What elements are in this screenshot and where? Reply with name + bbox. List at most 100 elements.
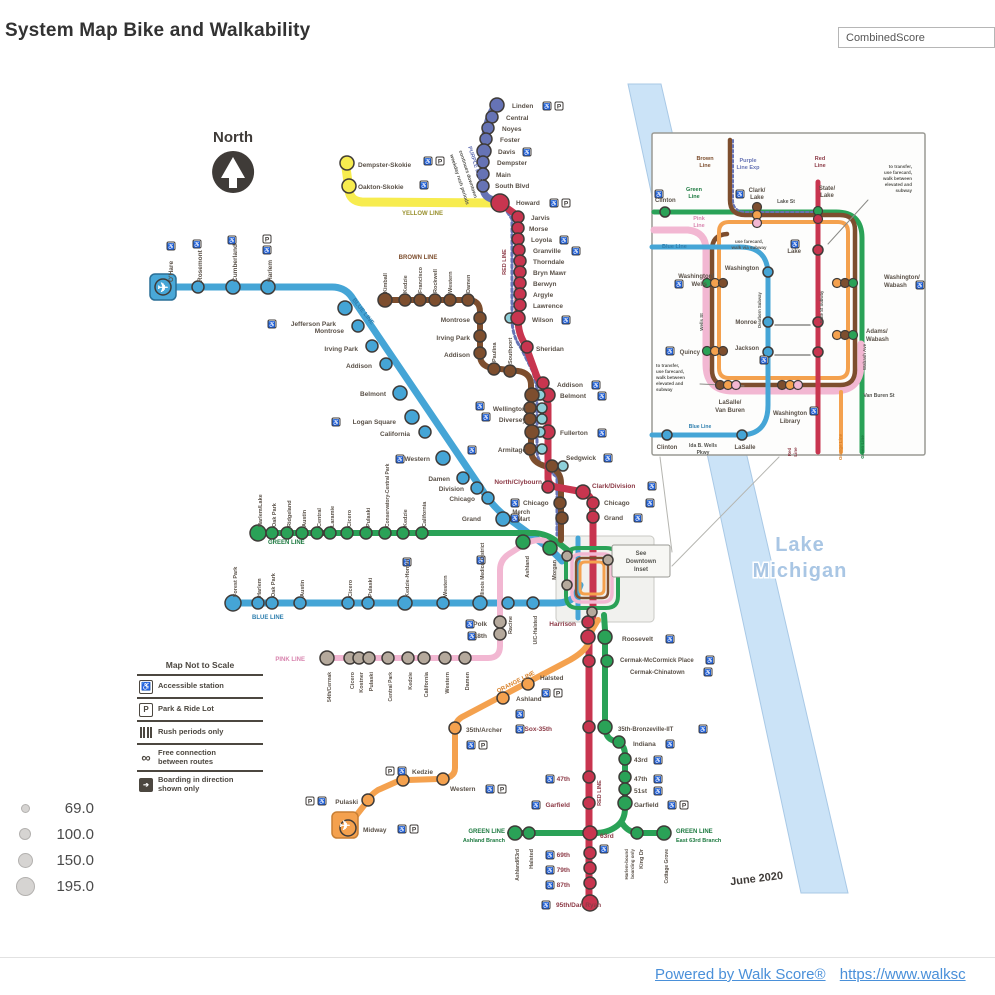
station-dot[interactable] (473, 346, 487, 360)
station-dot[interactable] (260, 279, 276, 295)
station-dot[interactable] (485, 110, 499, 124)
station-dot[interactable] (340, 526, 354, 540)
station-dot[interactable] (583, 846, 597, 860)
station-dot[interactable] (526, 596, 540, 610)
station-dot[interactable] (511, 221, 525, 235)
station-dot[interactable] (493, 615, 507, 629)
station-dot[interactable] (515, 534, 531, 550)
station-dot[interactable] (580, 629, 596, 645)
station-dot[interactable] (417, 651, 431, 665)
station-dot[interactable] (458, 651, 472, 665)
station-cluster[interactable] (751, 217, 763, 229)
station-dot[interactable] (555, 511, 569, 525)
station-dot[interactable] (339, 819, 357, 837)
station-dot[interactable] (536, 443, 548, 455)
station-dot[interactable] (496, 691, 510, 705)
station-dot[interactable] (323, 526, 337, 540)
station-dot[interactable] (461, 293, 475, 307)
station-dot[interactable] (456, 471, 470, 485)
station-dot[interactable] (351, 319, 365, 333)
station-dot[interactable] (582, 825, 598, 841)
station-dot[interactable] (493, 627, 507, 641)
station-dot[interactable] (581, 615, 595, 629)
station-dot[interactable] (522, 826, 536, 840)
station-dot[interactable] (586, 510, 600, 524)
station-dot[interactable] (436, 596, 450, 610)
station-dot[interactable] (541, 480, 555, 494)
station-dot[interactable] (583, 876, 597, 890)
station-cluster[interactable] (717, 277, 729, 289)
station-dot[interactable] (265, 596, 279, 610)
station-dot[interactable] (602, 554, 614, 566)
station-dot[interactable] (489, 97, 505, 113)
station-dot[interactable] (536, 402, 548, 414)
station-dot[interactable] (378, 526, 392, 540)
station-dot[interactable] (319, 650, 335, 666)
station-dot[interactable] (582, 770, 596, 784)
station-dot[interactable] (295, 526, 309, 540)
station-dot[interactable] (481, 491, 495, 505)
station-dot[interactable] (762, 266, 774, 278)
station-dot[interactable] (659, 206, 671, 218)
station-dot[interactable] (470, 481, 484, 495)
station-dot[interactable] (812, 316, 824, 328)
station-dot[interactable] (428, 293, 442, 307)
station-dot[interactable] (523, 442, 537, 456)
station-dot[interactable] (154, 278, 172, 296)
station-dot[interactable] (812, 244, 824, 256)
station-dot[interactable] (617, 795, 633, 811)
station-dot[interactable] (661, 429, 673, 441)
station-dot[interactable] (397, 595, 413, 611)
station-dot[interactable] (597, 719, 613, 735)
station-dot[interactable] (495, 511, 511, 527)
station-dot[interactable] (582, 654, 596, 668)
station-dot[interactable] (521, 677, 535, 691)
station-dot[interactable] (511, 210, 525, 224)
station-dot[interactable] (337, 300, 353, 316)
station-dot[interactable] (438, 651, 452, 665)
station-dot[interactable] (536, 376, 550, 390)
station-dot[interactable] (583, 861, 597, 875)
station-dot[interactable] (762, 316, 774, 328)
station-dot[interactable] (225, 279, 241, 295)
station-dot[interactable] (545, 459, 559, 473)
station-dot[interactable] (310, 526, 324, 540)
station-dot[interactable] (510, 310, 526, 326)
station-dot[interactable] (542, 540, 558, 556)
station-dot[interactable] (513, 276, 527, 290)
station-dot[interactable] (436, 772, 450, 786)
station-dot[interactable] (618, 782, 632, 796)
station-dot[interactable] (582, 796, 596, 810)
station-dot[interactable] (473, 329, 487, 343)
station-dot[interactable] (582, 720, 596, 734)
station-dot[interactable] (413, 293, 427, 307)
station-cluster[interactable] (792, 379, 804, 391)
station-dot[interactable] (381, 651, 395, 665)
station-dot[interactable] (361, 793, 375, 807)
station-cluster[interactable] (847, 329, 859, 341)
walkscore-attribution-link[interactable]: Powered by Walk Score® (655, 966, 826, 983)
station-dot[interactable] (501, 596, 515, 610)
station-dot[interactable] (536, 413, 548, 425)
station-dot[interactable] (487, 362, 501, 376)
station-dot[interactable] (511, 232, 525, 246)
station-dot[interactable] (379, 357, 393, 371)
station-dot[interactable] (600, 654, 614, 668)
station-dot[interactable] (481, 121, 495, 135)
station-dot[interactable] (612, 735, 626, 749)
station-dot[interactable] (293, 596, 307, 610)
station-dot[interactable] (359, 526, 373, 540)
station-dot[interactable] (396, 773, 410, 787)
station-dot[interactable] (553, 496, 567, 510)
station-dot[interactable] (418, 425, 432, 439)
station-dot[interactable] (473, 311, 487, 325)
station-dot[interactable] (265, 526, 279, 540)
station-dot[interactable] (280, 526, 294, 540)
parameter-dropdown[interactable]: CombinedScore (838, 27, 995, 48)
station-dot[interactable] (392, 385, 408, 401)
station-dot[interactable] (736, 429, 748, 441)
station-dot[interactable] (251, 596, 265, 610)
station-dot[interactable] (581, 894, 599, 912)
station-dot[interactable] (561, 579, 573, 591)
